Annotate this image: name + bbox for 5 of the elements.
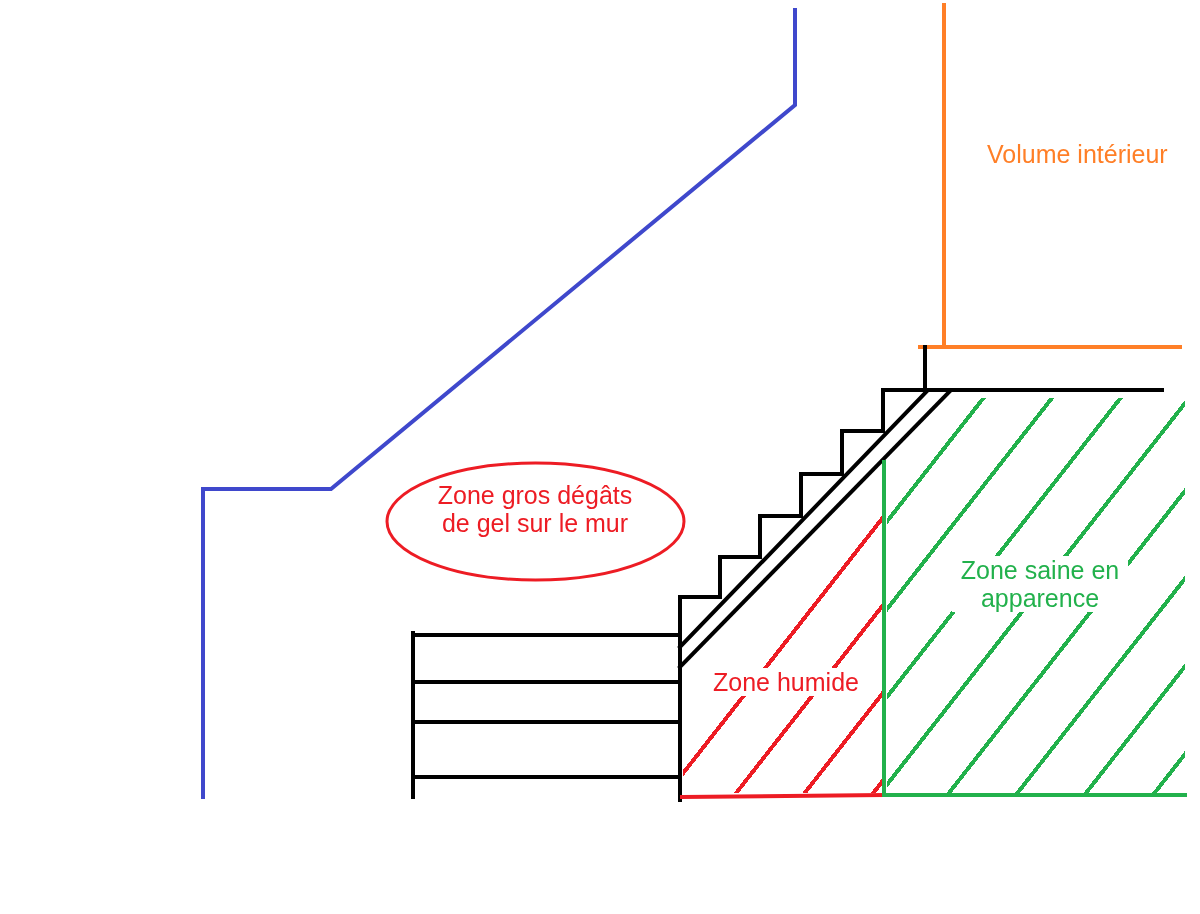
zone-label: Zone gros dégâts de gel sur le mur [436,481,634,537]
area-label: Volume intérieur [987,140,1168,168]
zone-label: Zone humide [711,668,861,696]
zone-label: Zone saine en apparence [952,556,1128,612]
ellipse-outline [385,461,686,582]
